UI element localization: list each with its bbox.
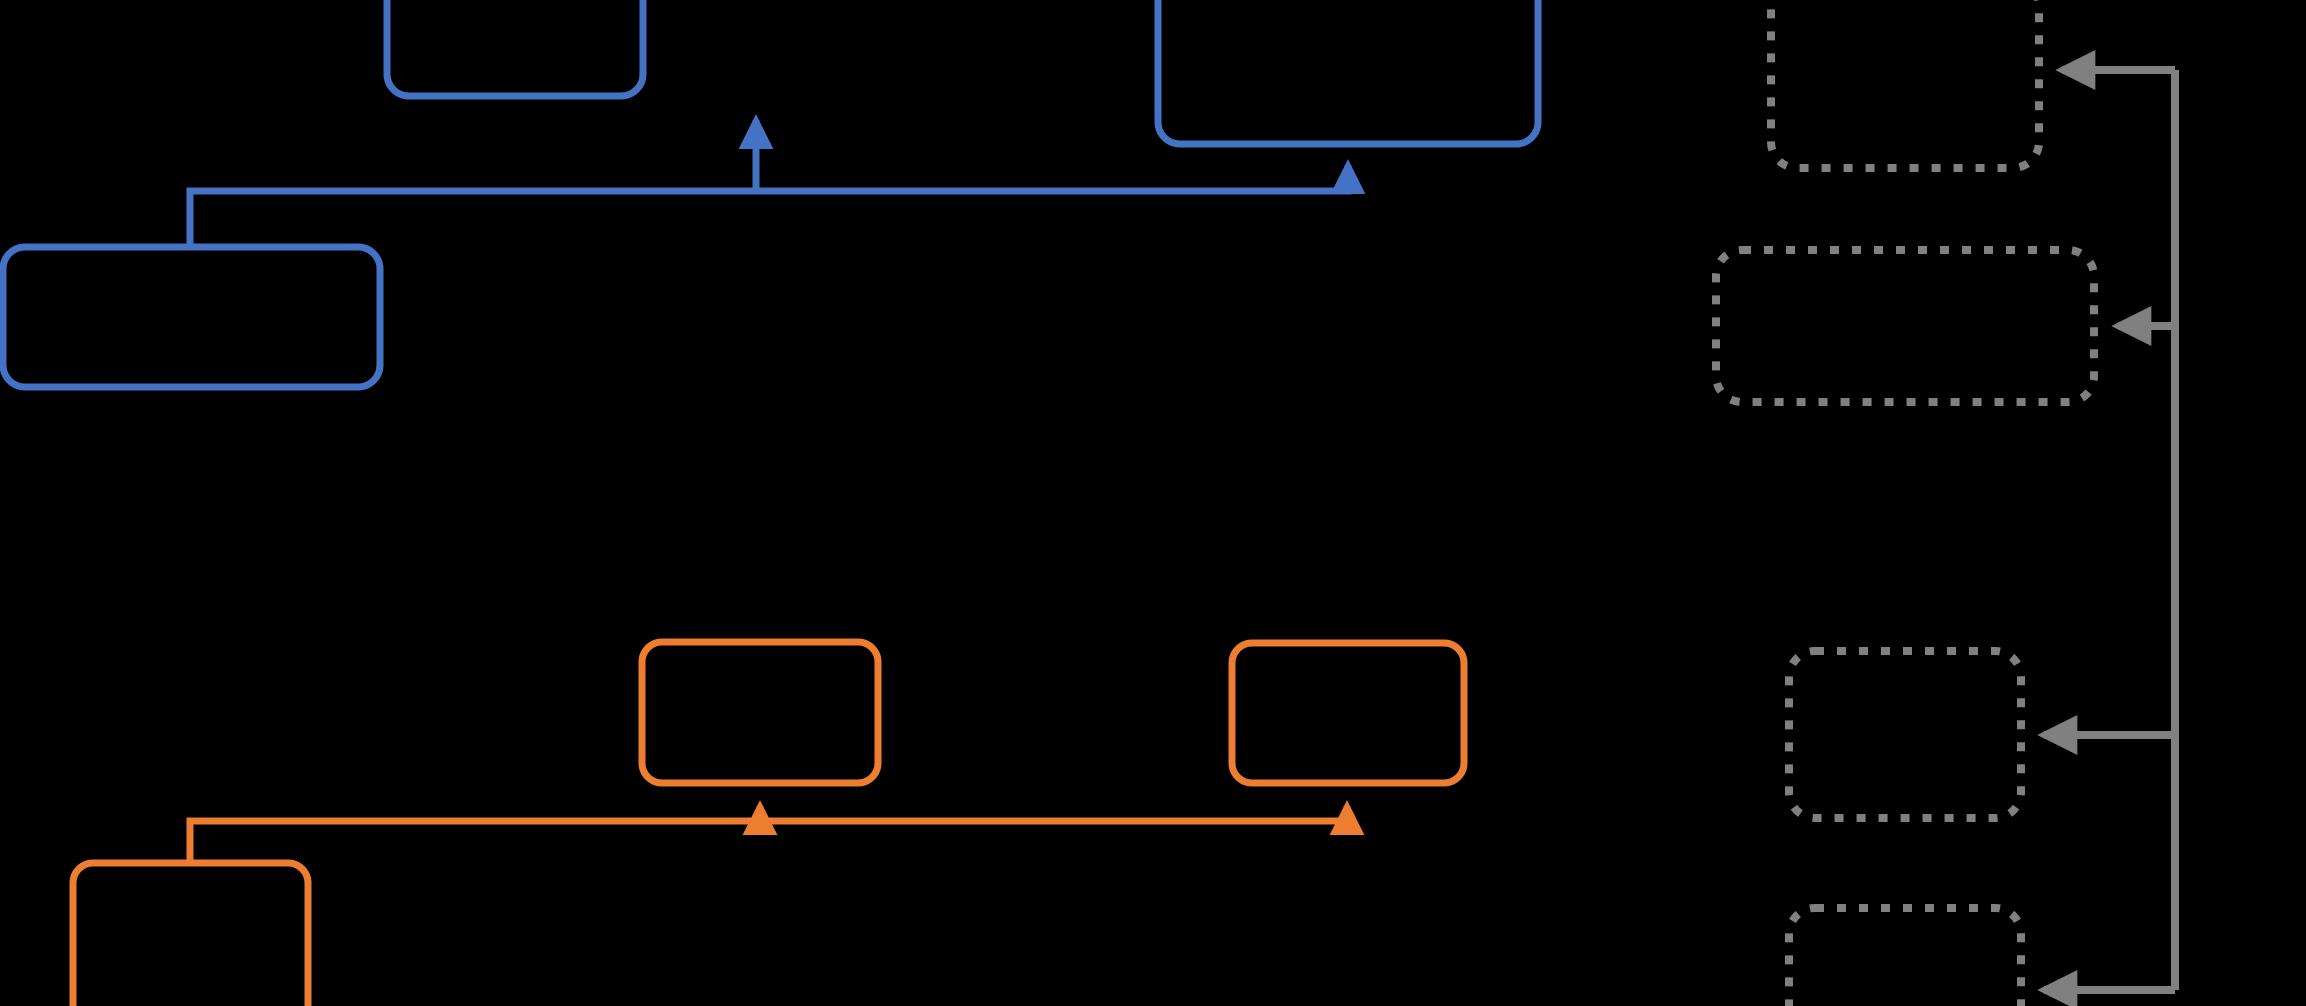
orange-group	[69, 638, 1468, 1006]
orange-node-mid-left[interactable]	[638, 638, 882, 787]
blue-group	[0, 0, 1542, 391]
blue-node-source[interactable]	[0, 243, 384, 391]
gray-node-4[interactable]	[1785, 904, 2025, 1006]
gray-node-2[interactable]	[1712, 246, 2098, 406]
orange-node-source[interactable]	[69, 859, 312, 1006]
blue-edge-to-top-right[interactable]	[190, 159, 1366, 195]
orange-edge-to-mid-left[interactable]	[186, 800, 778, 863]
gray-group	[1712, 0, 2179, 1006]
gray-node-1[interactable]	[1767, 0, 2043, 172]
blue-node-top-right[interactable]	[1154, 0, 1542, 148]
blue-node-top-left[interactable]	[383, 0, 647, 100]
blue-edge-to-top-left[interactable]	[186, 114, 774, 247]
orange-node-mid-right[interactable]	[1228, 639, 1468, 787]
orange-edge-to-mid-right[interactable]	[190, 800, 1365, 836]
gray-node-3[interactable]	[1785, 647, 2025, 822]
